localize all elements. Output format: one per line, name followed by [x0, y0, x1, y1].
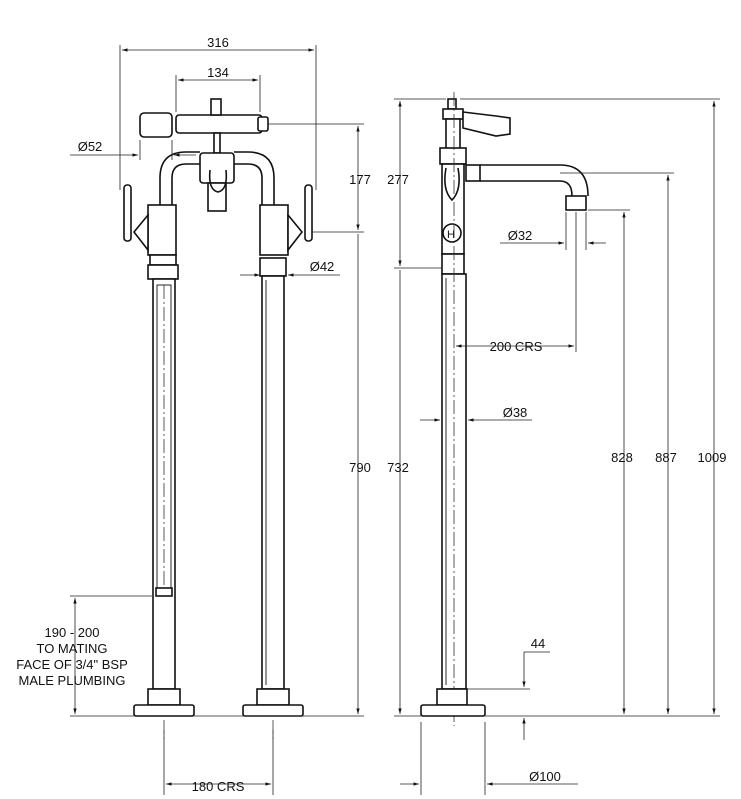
dim-spout-reach: 200 CRS — [490, 339, 543, 354]
note-line-1: 190 - 200 — [45, 625, 100, 640]
front-dimension-labels: 316 134 Ø52 177 Ø42 790 180 CRS — [78, 35, 371, 794]
note-line-4: MALE PLUMBING — [19, 673, 126, 688]
dim-spout-top-height: 887 — [655, 450, 677, 465]
dim-overall-width: 316 — [207, 35, 229, 50]
front-view — [123, 98, 313, 717]
side-dimension-lines — [394, 98, 720, 795]
dim-base-dia: Ø100 — [529, 769, 561, 784]
side-view: H — [420, 92, 589, 726]
dim-handle-dia: Ø52 — [78, 139, 103, 154]
note-line-3: FACE OF 3/4" BSP — [16, 657, 128, 672]
svg-text:H: H — [447, 229, 455, 241]
dim-overall-height-front: 790 — [349, 460, 371, 475]
note-line-2: TO MATING — [36, 641, 107, 656]
dim-upper-height-side: 277 — [387, 172, 409, 187]
dim-upper-height: 177 — [349, 172, 371, 187]
dim-leg-centres: 180 CRS — [192, 779, 245, 794]
dim-outlet-height: 828 — [611, 450, 633, 465]
dim-outlet-dia: Ø32 — [508, 228, 533, 243]
dim-handle-span: 134 — [207, 65, 229, 80]
side-dimension-labels: 277 Ø32 200 CRS Ø38 732 828 887 1009 44 … — [387, 172, 726, 784]
dim-column-height: 732 — [387, 460, 409, 475]
dim-overall-height-side: 1009 — [698, 450, 727, 465]
dim-inlet-dia: Ø42 — [310, 259, 335, 274]
dim-column-dia: Ø38 — [503, 405, 528, 420]
front-dimension-lines — [70, 45, 364, 795]
dim-base-height: 44 — [531, 636, 545, 651]
plumbing-note: 190 - 200 TO MATING FACE OF 3/4" BSP MAL… — [16, 625, 128, 688]
